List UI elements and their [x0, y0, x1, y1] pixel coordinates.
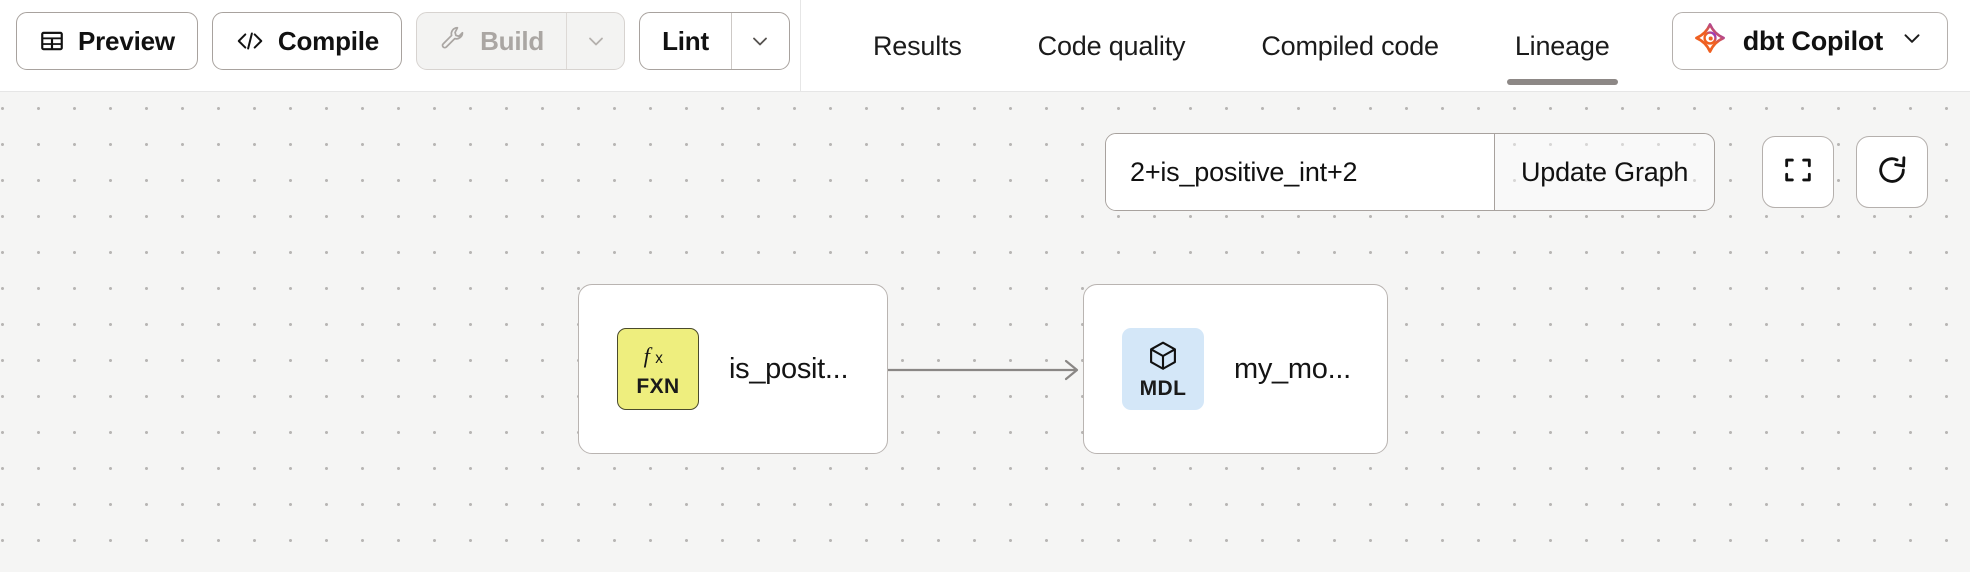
lineage-canvas[interactable]: Update Graph [0, 92, 1970, 572]
lineage-node-is-positive-int[interactable]: f x FXN is_posit... [578, 284, 888, 454]
tab-code-quality[interactable]: Code quality [1000, 0, 1224, 92]
action-button-group: Preview Compile [16, 12, 790, 70]
cube-model-icon [1146, 339, 1180, 377]
tab-lineage-label: Lineage [1514, 30, 1610, 61]
fullscreen-fit-icon [1781, 153, 1815, 192]
tab-compiled-code-label: Compiled code [1261, 30, 1439, 61]
panel-tabs: Results Code quality Compiled code Linea… [835, 0, 1648, 92]
lint-button[interactable]: Lint [640, 13, 731, 69]
tab-lineage[interactable]: Lineage [1477, 0, 1648, 92]
build-button-label: Build [480, 25, 545, 56]
table-icon [39, 28, 65, 54]
dbt-copilot-button[interactable]: dbt Copilot [1671, 12, 1948, 70]
fxn-type-label: FXN [636, 375, 680, 398]
fit-to-screen-button[interactable] [1762, 136, 1834, 208]
lineage-node-label: my_mo... [1234, 352, 1351, 385]
dbt-copilot-atom-icon [1693, 21, 1727, 62]
svg-text:x: x [655, 350, 663, 367]
copilot-chevron-down-icon [1899, 25, 1925, 58]
lint-split-button[interactable]: Lint [639, 12, 790, 70]
tab-code-quality-label: Code quality [1037, 30, 1186, 61]
node-selector-input[interactable] [1106, 134, 1494, 210]
lineage-node-my-model[interactable]: MDL my_mo... [1083, 284, 1388, 454]
svg-text:f: f [644, 343, 653, 368]
tab-compiled-code[interactable]: Compiled code [1223, 0, 1477, 92]
function-icon: f x [640, 341, 676, 375]
lineage-node-label: is_posit... [729, 352, 849, 385]
build-dropdown-chevron-down-icon [566, 13, 624, 69]
lineage-edge [880, 359, 1079, 381]
update-graph-button[interactable]: Update Graph [1494, 134, 1715, 210]
preview-button-label: Preview [78, 26, 175, 56]
mdl-type-label: MDL [1139, 377, 1187, 400]
preview-button[interactable]: Preview [16, 12, 198, 70]
compile-button-label: Compile [277, 26, 380, 56]
graph-selector-bar: Update Graph [1105, 133, 1716, 211]
mdl-type-badge: MDL [1122, 328, 1204, 410]
refresh-graph-button[interactable] [1856, 136, 1928, 208]
tab-results[interactable]: Results [835, 0, 1000, 92]
build-button: Build [417, 13, 566, 69]
compile-button[interactable]: Compile [211, 12, 403, 70]
wrench-icon [439, 24, 467, 59]
fxn-type-badge: f x FXN [617, 328, 699, 410]
dbt-copilot-label: dbt Copilot [1742, 25, 1883, 56]
build-split-button: Build [416, 12, 626, 70]
tab-results-label: Results [873, 30, 962, 61]
top-toolbar: Preview Compile [0, 0, 1970, 92]
toolbar-divider [800, 0, 801, 92]
code-brackets-icon [235, 29, 265, 53]
lint-button-label: Lint [662, 25, 709, 56]
refresh-icon [1875, 153, 1909, 192]
lint-dropdown-chevron-down-icon[interactable] [730, 13, 789, 69]
